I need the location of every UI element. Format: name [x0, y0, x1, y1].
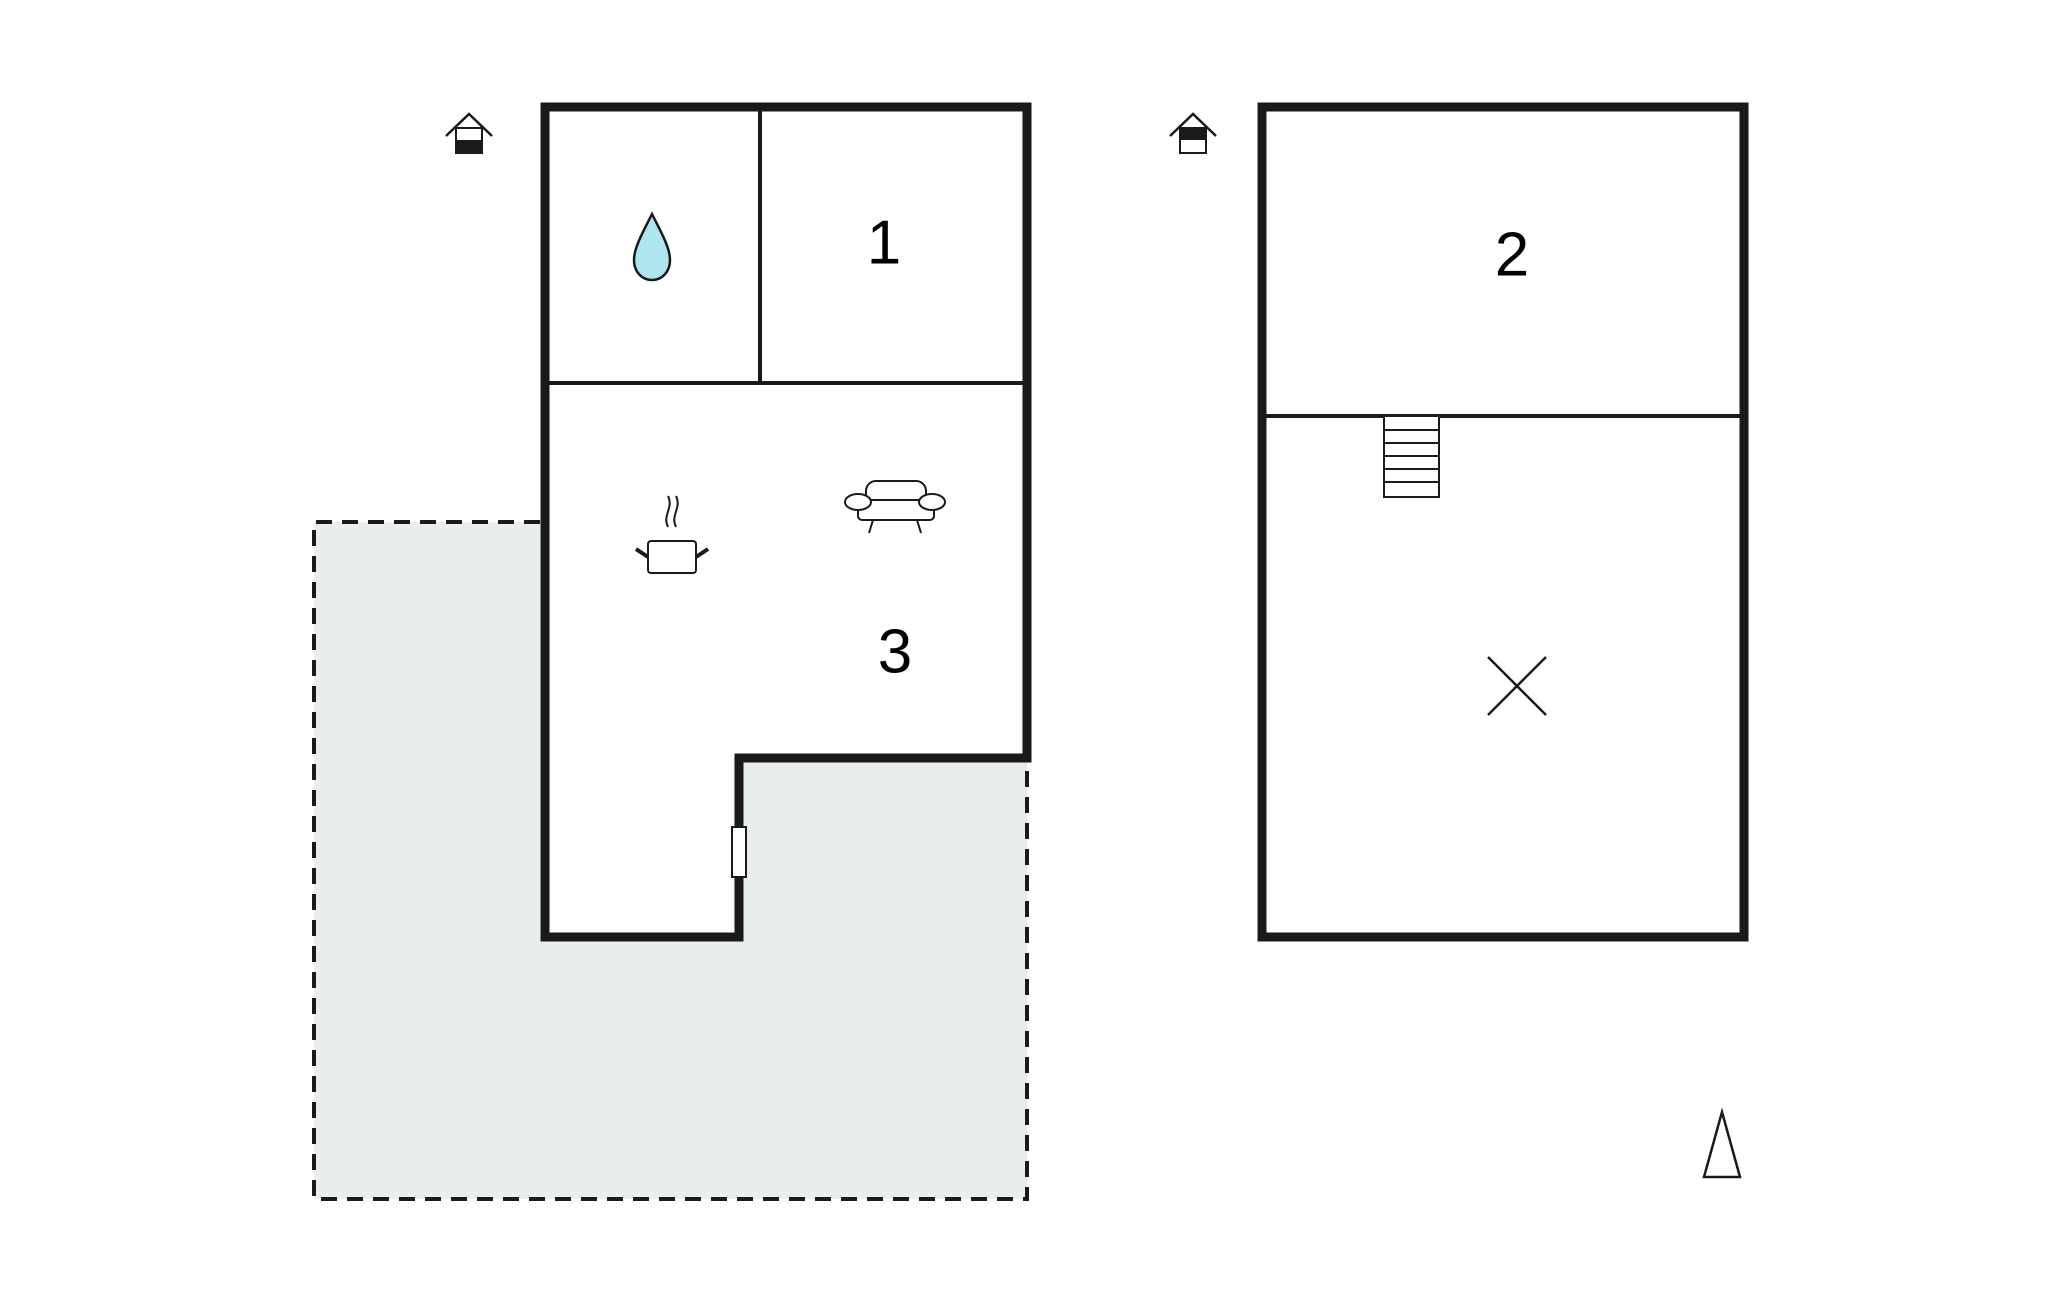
upper-floor: 2 [1169, 102, 1749, 942]
sofa-icon [844, 480, 946, 534]
room-label-2: 2 [1495, 220, 1529, 289]
cross-mark-icon [1487, 656, 1547, 716]
upper-floor-walls [1257, 102, 1749, 942]
terrace-area [312, 520, 1029, 1201]
north-arrow-icon [1702, 1107, 1742, 1179]
cooking-pot-icon [634, 495, 710, 574]
water-drop-icon [632, 211, 672, 282]
door-icon [731, 826, 747, 878]
room-label-1: 1 [867, 208, 901, 277]
ground-floor: 1 3 [445, 102, 1032, 942]
house-upper-floor-icon [1169, 112, 1217, 154]
room-label-3: 3 [878, 617, 912, 686]
stairs-icon [1383, 415, 1440, 498]
house-ground-floor-icon [445, 112, 493, 154]
ground-floor-walls [540, 102, 1032, 942]
